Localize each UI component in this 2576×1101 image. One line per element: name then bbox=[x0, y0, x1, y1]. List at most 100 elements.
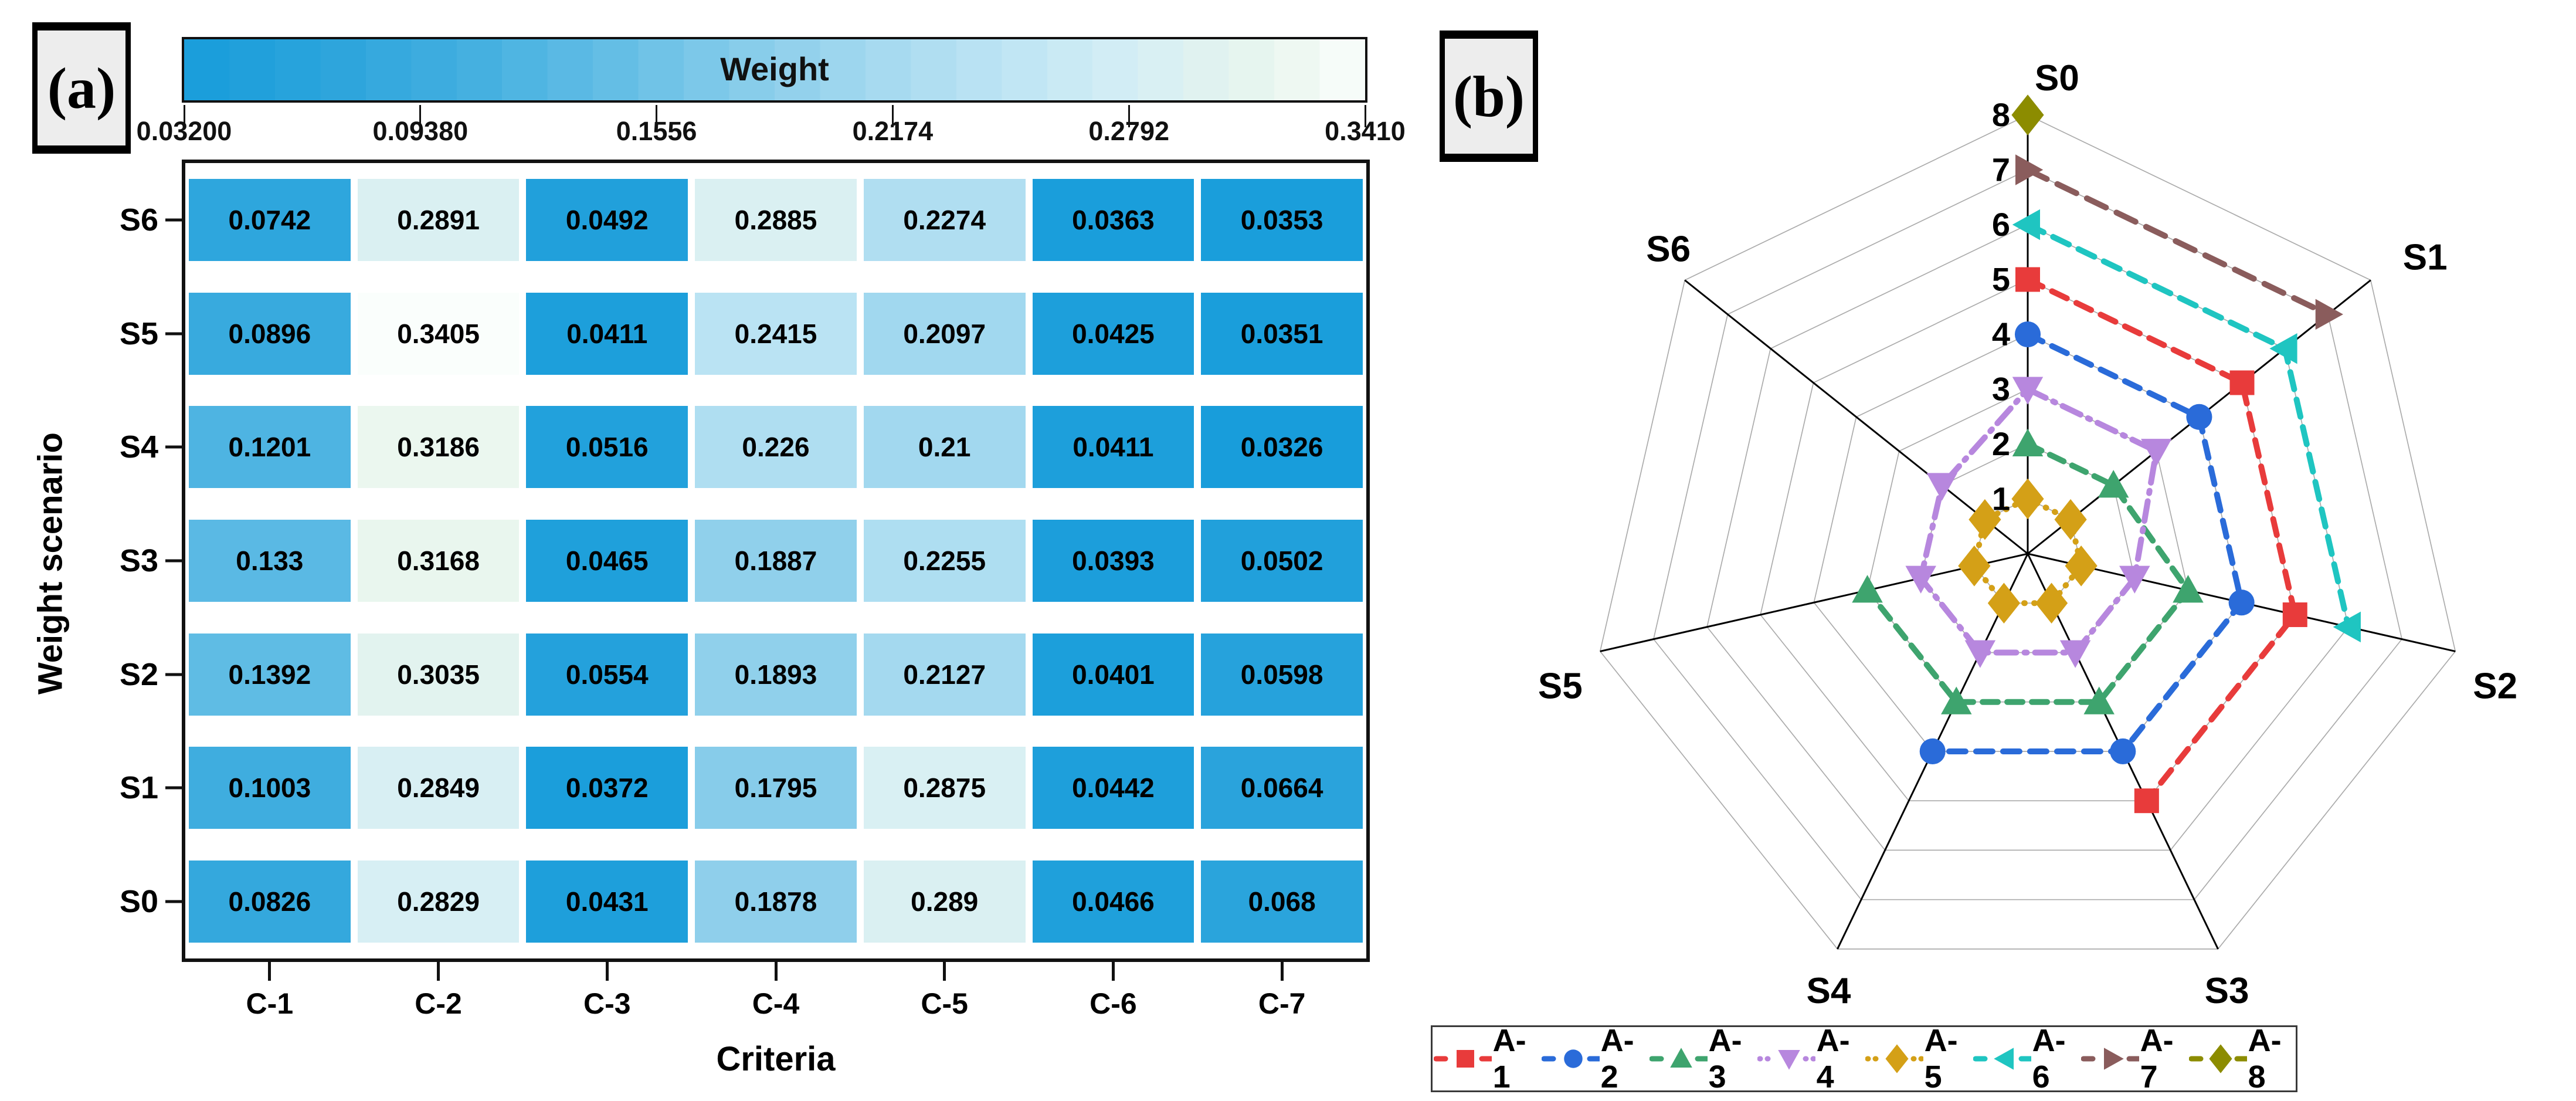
heatmap-cell: 0.0363 bbox=[1032, 178, 1194, 261]
colorbar-tick-mark bbox=[891, 105, 894, 127]
series-marker-triangle-left bbox=[1994, 1048, 2014, 1070]
colorbar-tick-label: 0.2792 bbox=[1088, 116, 1170, 146]
series-marker-triangle-down bbox=[2059, 640, 2091, 668]
series-marker-circle bbox=[2228, 590, 2255, 616]
heatmap-cell: 0.21 bbox=[863, 406, 1026, 489]
col-tick-mark bbox=[1280, 962, 1284, 981]
radar-grid-ring bbox=[1599, 114, 2456, 950]
colorbar-tick-label: 0.2174 bbox=[852, 116, 934, 146]
series-marker-triangle-down bbox=[2141, 439, 2172, 467]
colorbar-tick-mark bbox=[419, 105, 422, 127]
series-marker-square bbox=[2134, 788, 2159, 814]
heatmap-cell: 0.0326 bbox=[1201, 406, 1363, 489]
col-tick-mark bbox=[268, 962, 271, 981]
legend-item-A-8: A-8 bbox=[2189, 1022, 2295, 1095]
row-label: S6 bbox=[119, 202, 158, 238]
series-marker-triangle-left bbox=[2269, 333, 2297, 364]
heatmap-cell: 0.2849 bbox=[357, 747, 520, 829]
heatmap-cell: 0.0466 bbox=[1032, 861, 1194, 943]
heatmap-cell: 0.2097 bbox=[863, 292, 1026, 375]
heatmap-cell: 0.2415 bbox=[695, 292, 857, 375]
legend-marker-square bbox=[1434, 1050, 1492, 1068]
series-marker-triangle-right bbox=[2315, 299, 2343, 330]
series-marker-diamond bbox=[1885, 1044, 1909, 1073]
heatmap-cell: 0.2274 bbox=[863, 178, 1026, 261]
legend-item-A-5: A-5 bbox=[1865, 1022, 1971, 1095]
row-label: S2 bbox=[119, 656, 158, 692]
heatmap-cell: 0.0431 bbox=[526, 861, 688, 943]
series-marker-triangle-down bbox=[2119, 565, 2150, 594]
heatmap-cell: 0.3168 bbox=[357, 520, 520, 602]
series-marker-triangle-up bbox=[1941, 686, 1972, 714]
panel-a-tag: (a) bbox=[32, 22, 131, 154]
heatmap-cell: 0.133 bbox=[189, 520, 351, 602]
heatmap-cell: 0.0401 bbox=[1032, 633, 1194, 716]
row-label: S3 bbox=[119, 543, 158, 578]
row-tick-mark bbox=[165, 559, 182, 563]
radar-radial-tick-label: 1 bbox=[1992, 480, 2010, 517]
legend-label: A-4 bbox=[1816, 1023, 1850, 1095]
heatmap-cell: 0.0465 bbox=[526, 520, 688, 602]
heatmap-cell: 0.0372 bbox=[526, 747, 688, 829]
row-tick-mark bbox=[165, 673, 182, 676]
radar-radial-tick-label: 5 bbox=[1992, 261, 2010, 298]
legend-marker-circle bbox=[1542, 1049, 1600, 1068]
col-tick-mark bbox=[943, 962, 946, 981]
series-marker-triangle-up bbox=[1852, 575, 1883, 603]
heatmap-cell: 0.0353 bbox=[1201, 178, 1363, 261]
series-marker-diamond bbox=[2209, 1044, 2232, 1073]
colorbar-tick-label: 0.1556 bbox=[616, 116, 697, 146]
heatmap-cell: 0.1201 bbox=[189, 406, 351, 489]
radar-radial-tick-label: 7 bbox=[1992, 151, 2010, 188]
series-marker-triangle-up bbox=[2083, 686, 2115, 714]
row-tick-mark bbox=[165, 786, 182, 790]
series-marker-diamond bbox=[2011, 478, 2044, 520]
series-marker-diamond bbox=[2011, 94, 2044, 135]
legend-marker-triangle-up bbox=[1650, 1048, 1708, 1068]
heatmap-cell: 0.0393 bbox=[1032, 520, 1194, 602]
heatmap-cell: 0.226 bbox=[695, 406, 857, 489]
legend-item-A-2: A-2 bbox=[1542, 1022, 1647, 1095]
series-marker-circle bbox=[2110, 738, 2136, 765]
colorbar-gradient bbox=[182, 37, 1367, 103]
series-marker-triangle-right bbox=[2104, 1048, 2124, 1070]
heatmap-cell: 0.3405 bbox=[357, 292, 520, 375]
legend-label: A-7 bbox=[2140, 1023, 2174, 1095]
series-marker-triangle-up bbox=[1670, 1048, 1692, 1068]
col-label: C-7 bbox=[1258, 987, 1306, 1020]
radar-radial-tick-label: 4 bbox=[1992, 316, 2010, 353]
heatmap-cell: 0.068 bbox=[1201, 861, 1363, 943]
col-label: C-5 bbox=[921, 987, 968, 1020]
legend-label: A-2 bbox=[1600, 1023, 1634, 1095]
x-axis-title: Criteria bbox=[716, 1040, 836, 1078]
legend-marker-diamond bbox=[2189, 1044, 2247, 1073]
radar-spoke-label-S6: S6 bbox=[1646, 229, 1691, 270]
radar-spoke-label-S3: S3 bbox=[2205, 971, 2249, 1011]
radar-spoke bbox=[1600, 553, 2028, 652]
row-tick-mark bbox=[165, 900, 182, 903]
radar-spoke-label-S1: S1 bbox=[2403, 238, 2448, 278]
colorbar-tick-mark bbox=[1364, 105, 1366, 127]
radar-radial-tick-label: 8 bbox=[1992, 96, 2010, 133]
legend-label: A-3 bbox=[1708, 1023, 1742, 1095]
series-marker-triangle-left bbox=[2012, 209, 2040, 240]
colorbar-tick-mark bbox=[1128, 105, 1130, 127]
series-marker-triangle-up bbox=[2173, 575, 2204, 603]
series-marker-diamond bbox=[1958, 546, 1991, 587]
col-label: C-4 bbox=[752, 987, 800, 1020]
panel-a-tag-text: (a) bbox=[47, 55, 116, 121]
heatmap-cell: 0.2891 bbox=[357, 178, 520, 261]
legend-marker-diamond bbox=[1865, 1044, 1923, 1073]
series-marker-square bbox=[2015, 267, 2040, 292]
series-line-A-1 bbox=[2025, 276, 2299, 804]
col-label: C-6 bbox=[1090, 987, 1137, 1020]
colorbar-tick-label: 0.3410 bbox=[1325, 116, 1406, 146]
colorbar-tick-mark bbox=[656, 105, 658, 127]
series-marker-triangle-up bbox=[2012, 428, 2044, 456]
legend-item-A-6: A-6 bbox=[1973, 1022, 2079, 1095]
legend-item-A-7: A-7 bbox=[2081, 1022, 2187, 1095]
heatmap-cell: 0.0351 bbox=[1201, 292, 1363, 375]
col-label: C-1 bbox=[246, 987, 294, 1020]
